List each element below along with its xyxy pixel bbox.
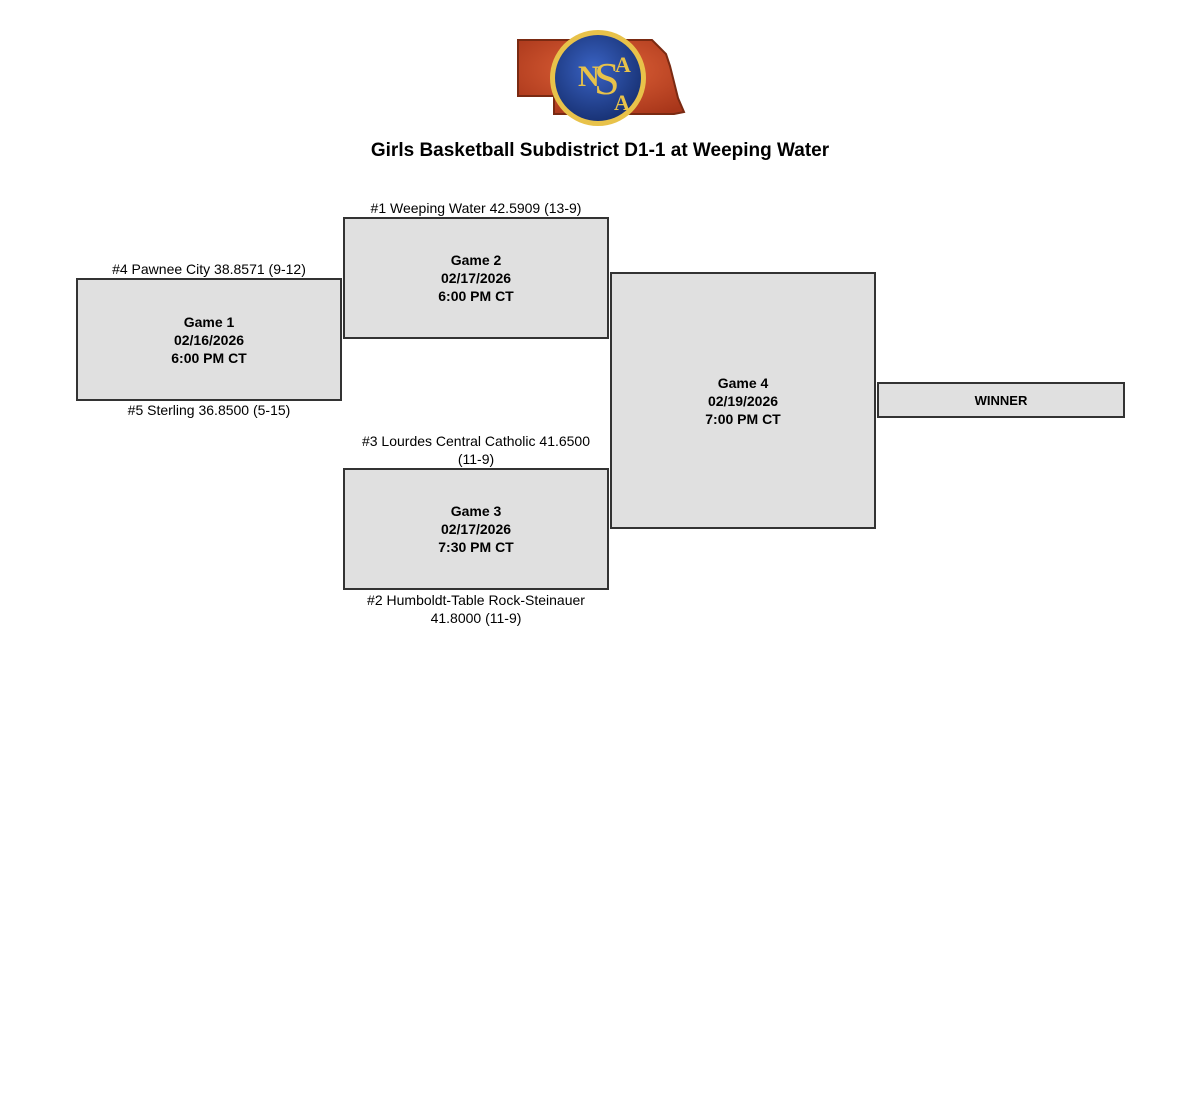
game3-top-team-line2: (11-9): [457, 451, 495, 467]
game3-bottom-team: #2 Humboldt-Table Rock-Steinauer 41.8000…: [343, 591, 609, 627]
winner-label: WINNER: [974, 392, 1028, 408]
nsaa-logo: N S A A: [514, 26, 686, 130]
svg-text:S: S: [594, 53, 620, 104]
svg-text:A: A: [614, 90, 630, 115]
game3-bottom-team-line2: 41.8000 (11-9): [430, 610, 522, 626]
game1-top-team: #4 Pawnee City 38.8571 (9-12): [112, 261, 306, 277]
game3-bottom-team-line1: #2 Humboldt-Table Rock-Steinauer: [367, 592, 585, 608]
game1-time: 6:00 PM CT: [171, 349, 247, 366]
game2-time: 6:00 PM CT: [438, 288, 514, 304]
svg-text:N: N: [578, 60, 600, 93]
game2-top-team: #1 Weeping Water 42.5909 (13-9): [370, 200, 582, 216]
game4-label: Game 4: [717, 374, 769, 391]
game3-box: Game 3 02/17/2026 7:30 PM CT: [343, 468, 609, 590]
game2-date: 02/17/2026: [440, 270, 512, 286]
winner-box: WINNER: [877, 382, 1125, 418]
game3-top-team: #3 Lourdes Central Catholic 41.6500 (11-…: [343, 432, 609, 468]
game1-bottom-team: #5 Sterling 36.8500 (5-15): [127, 402, 291, 418]
game2-box: Game 2 02/17/2026 6:00 PM CT: [343, 217, 609, 339]
game1-label: Game 1: [183, 313, 235, 330]
game3-label: Game 3: [450, 503, 502, 519]
game3-time: 7:30 PM CT: [438, 539, 514, 555]
game4-time: 7:00 PM CT: [705, 410, 781, 427]
svg-text:A: A: [615, 52, 631, 77]
game2-label: Game 2: [450, 252, 502, 268]
game4-date: 02/19/2026: [707, 392, 779, 409]
page-title: Girls Basketball Subdistrict D1-1 at Wee…: [370, 140, 830, 161]
game1-date: 02/16/2026: [173, 331, 245, 348]
game1-box: Game 1 02/16/2026 6:00 PM CT: [76, 278, 342, 401]
game4-box: Game 4 02/19/2026 7:00 PM CT: [610, 272, 876, 529]
game3-top-team-line1: #3 Lourdes Central Catholic 41.6500: [361, 433, 591, 449]
nsaa-logo-graphic: N S A A: [517, 30, 686, 126]
game3-date: 02/17/2026: [440, 521, 512, 537]
